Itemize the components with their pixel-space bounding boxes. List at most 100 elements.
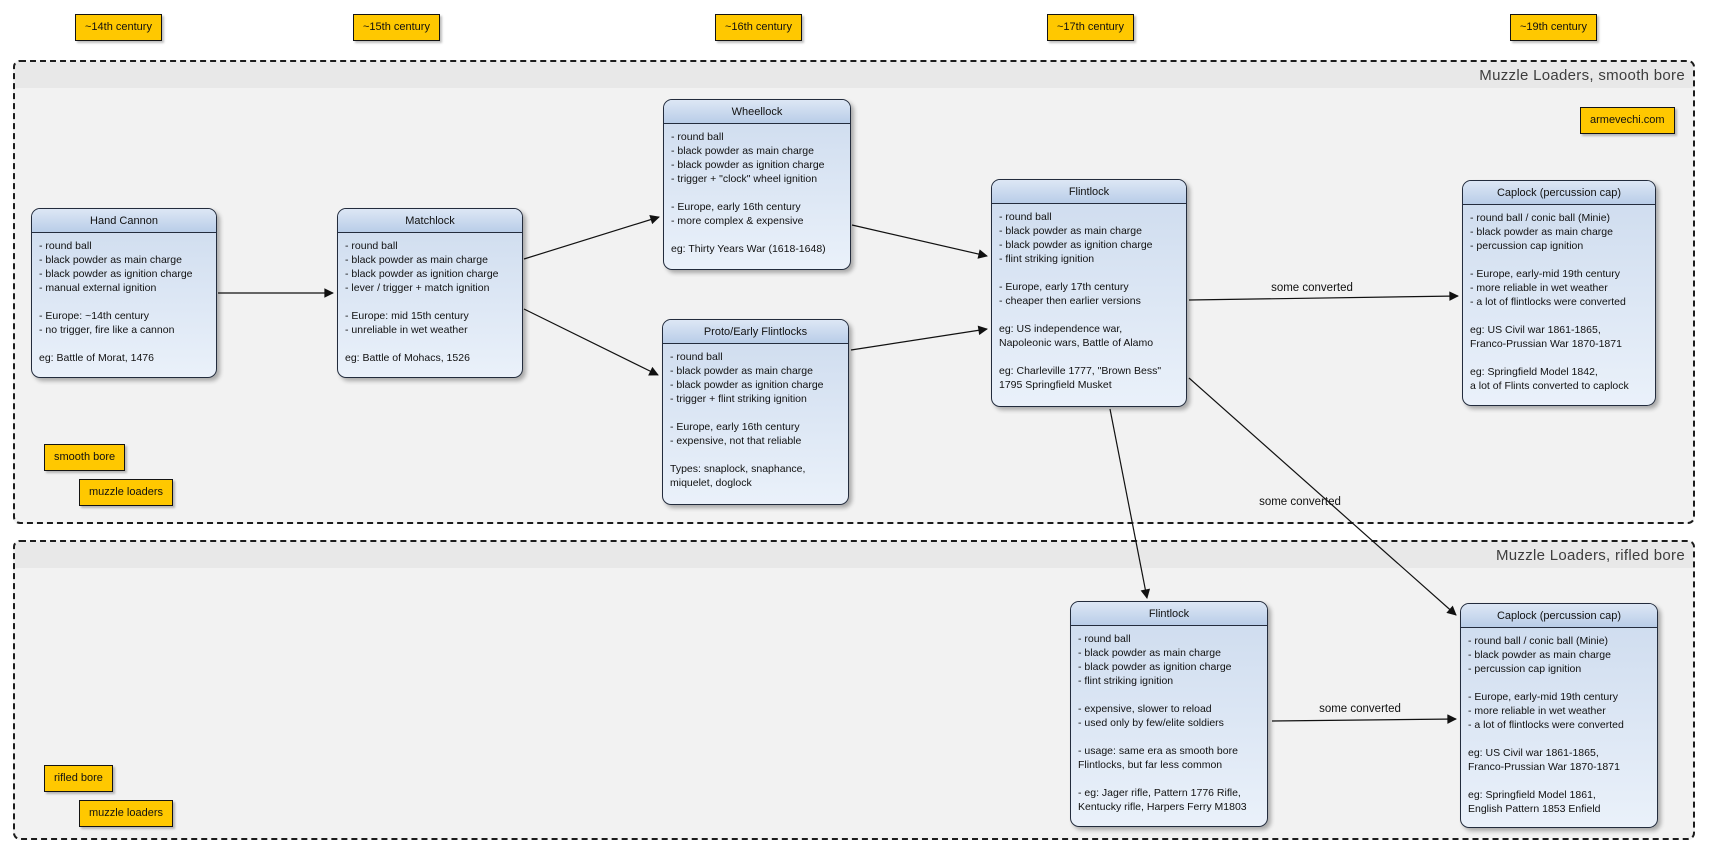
node-wheellock: Wheellock - round ball - black powder as …	[663, 99, 851, 270]
node-text-line: - black powder as ignition charge	[1078, 661, 1232, 673]
tag-muzzle-loaders-smooth: muzzle loaders	[79, 479, 173, 506]
node-body: - round ball - black powder as main charg…	[992, 204, 1186, 396]
node-text-line: - a lot of flintlocks were converted	[1470, 296, 1626, 308]
node-flintlock-smooth: Flintlock - round ball- black powder as …	[991, 179, 1187, 407]
node-text-line: - black powder as main charge	[671, 145, 814, 157]
node-proto-early-flintlocks: Proto/Early Flintlocks - round ball- bla…	[662, 319, 849, 505]
node-text-line	[1470, 351, 1651, 365]
node-text-line	[1078, 772, 1263, 786]
node-text-line	[670, 406, 844, 420]
section-smooth-bore: Muzzle Loaders, smooth bore	[13, 60, 1695, 524]
node-text-line: - round ball	[39, 240, 92, 252]
node-text-line: - no trigger, fire like a cannon	[39, 324, 175, 336]
node-text-line: - expensive, slower to reload	[1078, 703, 1212, 715]
node-caplock-rifled: Caplock (percussion cap) - round ball / …	[1460, 603, 1658, 828]
node-body: - round ball- black powder as main charg…	[1071, 626, 1267, 818]
node-title: Flintlock	[1071, 602, 1267, 626]
node-text-line: eg: Battle of Mohacs, 1526	[345, 352, 470, 364]
node-text-line: - trigger + flint striking ignition	[670, 393, 807, 405]
node-title: Caplock (percussion cap)	[1461, 604, 1657, 628]
node-text-line: - more reliable in wet weather	[1468, 705, 1606, 717]
node-text-line: - manual external ignition	[39, 282, 157, 294]
node-text-line: eg: US Civil war 1861-1865,	[1470, 324, 1601, 336]
node-text-line	[1468, 774, 1653, 788]
node-body: - round ball / conic ball (Minie) - black…	[1461, 628, 1657, 820]
node-text-line	[1078, 730, 1263, 744]
node-text-line: - round ball / conic ball (Minie)	[1468, 635, 1609, 647]
node-text-line: - Europe: mid 15th century	[345, 310, 469, 322]
node-flintlock-rifled: Flintlock - round ball- black powder as …	[1070, 601, 1268, 827]
node-text-line: - round ball	[999, 211, 1052, 223]
node-text-line: - Europe, early 16th century	[670, 421, 800, 433]
node-text-line: - black powder as main charge	[1468, 649, 1611, 661]
node-text-line: - eg: Jager rifle, Pattern 1776 Rifle,	[1078, 787, 1241, 799]
node-body: - round ball- black powder as main charg…	[663, 344, 848, 494]
node-text-line: - black powder as ignition charge	[670, 379, 824, 391]
node-text-line	[999, 308, 1182, 322]
node-text-line: - round ball	[671, 131, 724, 143]
node-matchlock: Matchlock - round ball- black powder as …	[337, 208, 523, 378]
node-text-line	[345, 337, 518, 351]
node-text-line: Kentucky rifle, Harpers Ferry M1803	[1078, 801, 1247, 813]
node-text-line: - unreliable in wet weather	[345, 324, 468, 336]
node-text-line	[671, 186, 846, 200]
section-rifled-bore-title: Muzzle Loaders, rifled bore	[1495, 546, 1685, 564]
node-text-line: - more complex & expensive	[671, 215, 804, 227]
node-body: - round ball / conic ball (Minie)- black…	[1463, 205, 1655, 397]
century-label: ~15th century	[353, 14, 440, 41]
node-text-line: Napoleonic wars, Battle of Alamo	[999, 337, 1154, 349]
node-text-line: - black powder as ignition charge	[671, 159, 825, 171]
node-text-line	[1468, 732, 1653, 746]
node-caplock-smooth: Caplock (percussion cap) - round ball / …	[1462, 180, 1656, 406]
node-text-line: eg: Springfield Model 1861,	[1468, 789, 1596, 801]
node-body: - round ball - black powder as main charg…	[664, 124, 850, 260]
node-text-line	[1470, 253, 1651, 267]
node-text-line: - black powder as main charge	[1470, 226, 1613, 238]
node-text-line: - round ball	[670, 351, 723, 363]
node-text-line	[1470, 309, 1651, 323]
node-text-line: - black powder as main charge	[999, 225, 1142, 237]
node-text-line	[999, 266, 1182, 280]
node-text-line: Types: snaplock, snaphance,	[670, 463, 806, 475]
node-title: Caplock (percussion cap)	[1463, 181, 1655, 205]
node-text-line: eg: US independence war,	[999, 323, 1123, 335]
node-text-line: - round ball	[345, 240, 398, 252]
node-text-line: - Europe, early-mid 19th century	[1468, 691, 1618, 703]
tag-rifled-bore: rifled bore	[44, 765, 113, 792]
node-text-line: - Europe, early 17th century	[999, 281, 1129, 293]
century-label: ~19th century	[1510, 14, 1597, 41]
node-text-line: - black powder as main charge	[39, 254, 182, 266]
node-text-line	[671, 228, 846, 242]
node-text-line	[345, 295, 518, 309]
node-text-line: - flint striking ignition	[1078, 675, 1174, 687]
node-text-line: Franco-Prussian War 1870-1871	[1468, 761, 1620, 773]
section-smooth-bore-header-band: Muzzle Loaders, smooth bore	[15, 62, 1693, 88]
node-title: Wheellock	[664, 100, 850, 124]
node-text-line	[39, 295, 212, 309]
node-text-line: - lever / trigger + match ignition	[345, 282, 490, 294]
node-text-line: - black powder as ignition charge	[39, 268, 193, 280]
node-text-line: miquelet, doglock	[670, 477, 752, 489]
node-text-line: - percussion cap ignition	[1468, 663, 1582, 675]
node-hand-cannon: Hand Cannon - round ball- black powder a…	[31, 208, 217, 378]
node-text-line: - trigger + "clock" wheel ignition	[671, 173, 818, 185]
node-text-line: - Europe, early-mid 19th century	[1470, 268, 1620, 280]
node-text-line	[39, 337, 212, 351]
node-text-line: - cheaper then earlier versions	[999, 295, 1141, 307]
tag-smooth-bore: smooth bore	[44, 444, 126, 471]
node-text-line	[670, 448, 844, 462]
node-text-line: Franco-Prussian War 1870-1871	[1470, 338, 1622, 350]
node-text-line: English Pattern 1853 Enfield	[1468, 803, 1601, 815]
node-body: - round ball- black powder as main charg…	[338, 233, 522, 369]
section-smooth-bore-title: Muzzle Loaders, smooth bore	[1479, 66, 1685, 84]
century-label: ~16th century	[715, 14, 802, 41]
tag-muzzle-loaders-rifled: muzzle loaders	[79, 800, 173, 827]
node-text-line	[1078, 688, 1263, 702]
node-text-line: - flint striking ignition	[999, 253, 1095, 265]
node-text-line	[999, 350, 1182, 364]
node-text-line: eg: US Civil war 1861-1865,	[1468, 747, 1599, 759]
node-text-line: - Europe: ~14th century	[39, 310, 150, 322]
tag-armevechi-com: armevechi.com	[1580, 107, 1675, 134]
node-text-line: Flintlocks, but far less common	[1078, 759, 1223, 771]
